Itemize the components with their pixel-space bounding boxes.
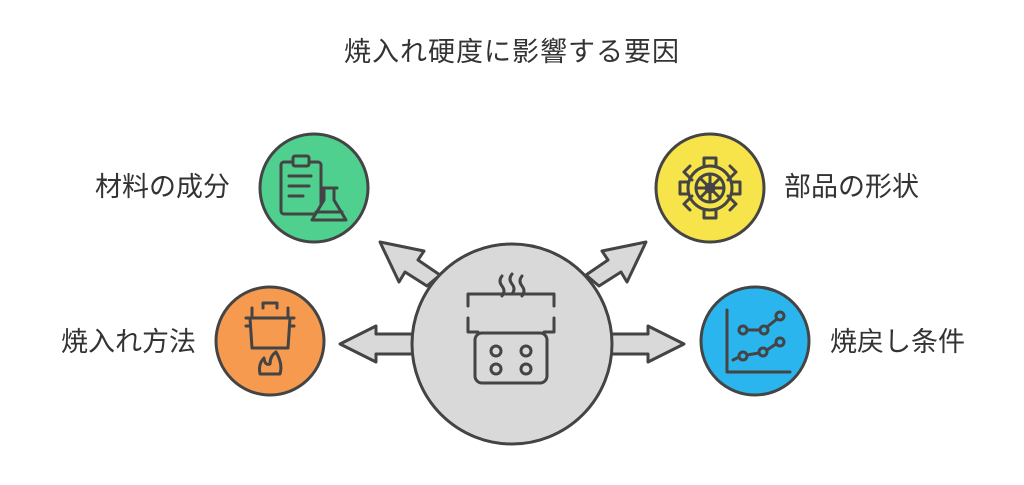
diagram-title: 焼入れ硬度に影響する要因 <box>344 37 680 68</box>
arrow-left <box>338 324 420 364</box>
line-chart-icon <box>725 308 792 374</box>
factor-label-part-shape: 部品の形状 <box>784 172 919 203</box>
clipboard-flask-icon <box>279 154 348 222</box>
arrow-right <box>604 324 686 364</box>
factor-circle-bottom-right <box>699 285 811 397</box>
factor-label-material-composition: 材料の成分 <box>95 172 230 203</box>
oven-icon <box>466 272 556 385</box>
cooking-pot-flame-icon <box>244 301 296 376</box>
arrow-top-left <box>378 240 442 288</box>
arrow-top-right <box>584 240 648 288</box>
factor-label-tempering-conditions: 焼戻し条件 <box>830 327 965 358</box>
factor-circle-bottom-left <box>214 285 326 397</box>
factor-label-quenching-method: 焼入れ方法 <box>61 327 196 358</box>
gear-icon <box>678 156 742 220</box>
